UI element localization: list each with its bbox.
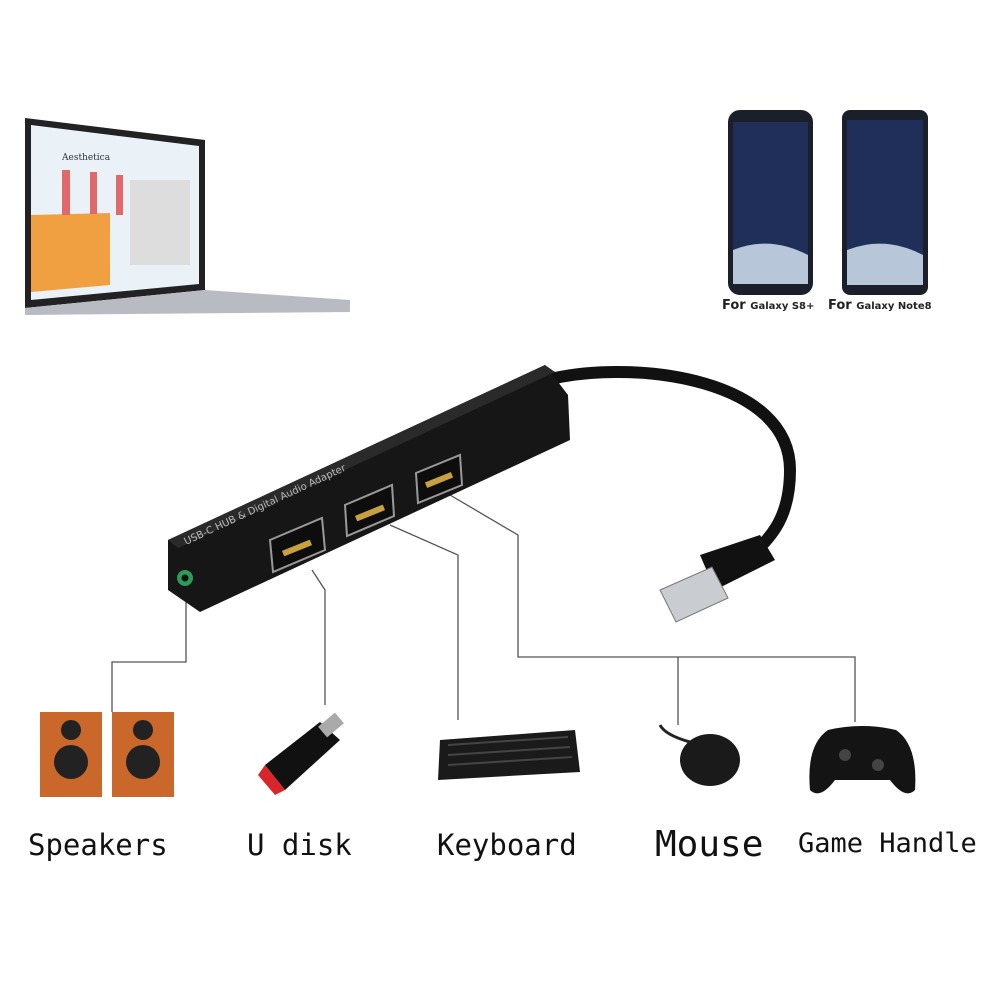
caption-model: Galaxy Note8 xyxy=(856,301,932,312)
usb-port-2 xyxy=(343,483,396,538)
phone-galaxy-s8-image xyxy=(728,110,813,295)
caption-prefix: For xyxy=(722,298,746,313)
usb-c-plug xyxy=(659,535,775,623)
label-keyboard: Keyboard xyxy=(437,828,577,862)
phone-caption-s8: For Galaxy S8+ xyxy=(722,298,814,313)
caption-model: Galaxy S8+ xyxy=(750,301,815,312)
usb-port-1 xyxy=(268,516,327,574)
usb-flash-drive-icon xyxy=(258,712,344,795)
usb-c-cable xyxy=(549,365,797,571)
label-u-disk: U disk xyxy=(247,828,352,862)
phone-galaxy-note8-image xyxy=(842,110,928,295)
mouse-icon xyxy=(658,724,740,786)
usb-port-3 xyxy=(414,453,464,505)
label-game-handle: Game Handle xyxy=(798,828,977,859)
gamepad-icon xyxy=(809,726,916,794)
label-speakers: Speakers xyxy=(28,828,168,862)
usb-hub: USB-C HUB & Digital Audio Adapter xyxy=(168,365,570,612)
laptop-image: Aesthetica xyxy=(25,118,350,315)
phone-caption-note8: For Galaxy Note8 xyxy=(828,298,932,313)
connection-lines xyxy=(111,494,856,725)
speakers-icon xyxy=(40,712,174,797)
keyboard-icon xyxy=(438,730,580,780)
caption-prefix: For xyxy=(828,298,852,313)
label-mouse: Mouse xyxy=(655,824,764,865)
laptop-screen-title: Aesthetica xyxy=(61,153,111,163)
